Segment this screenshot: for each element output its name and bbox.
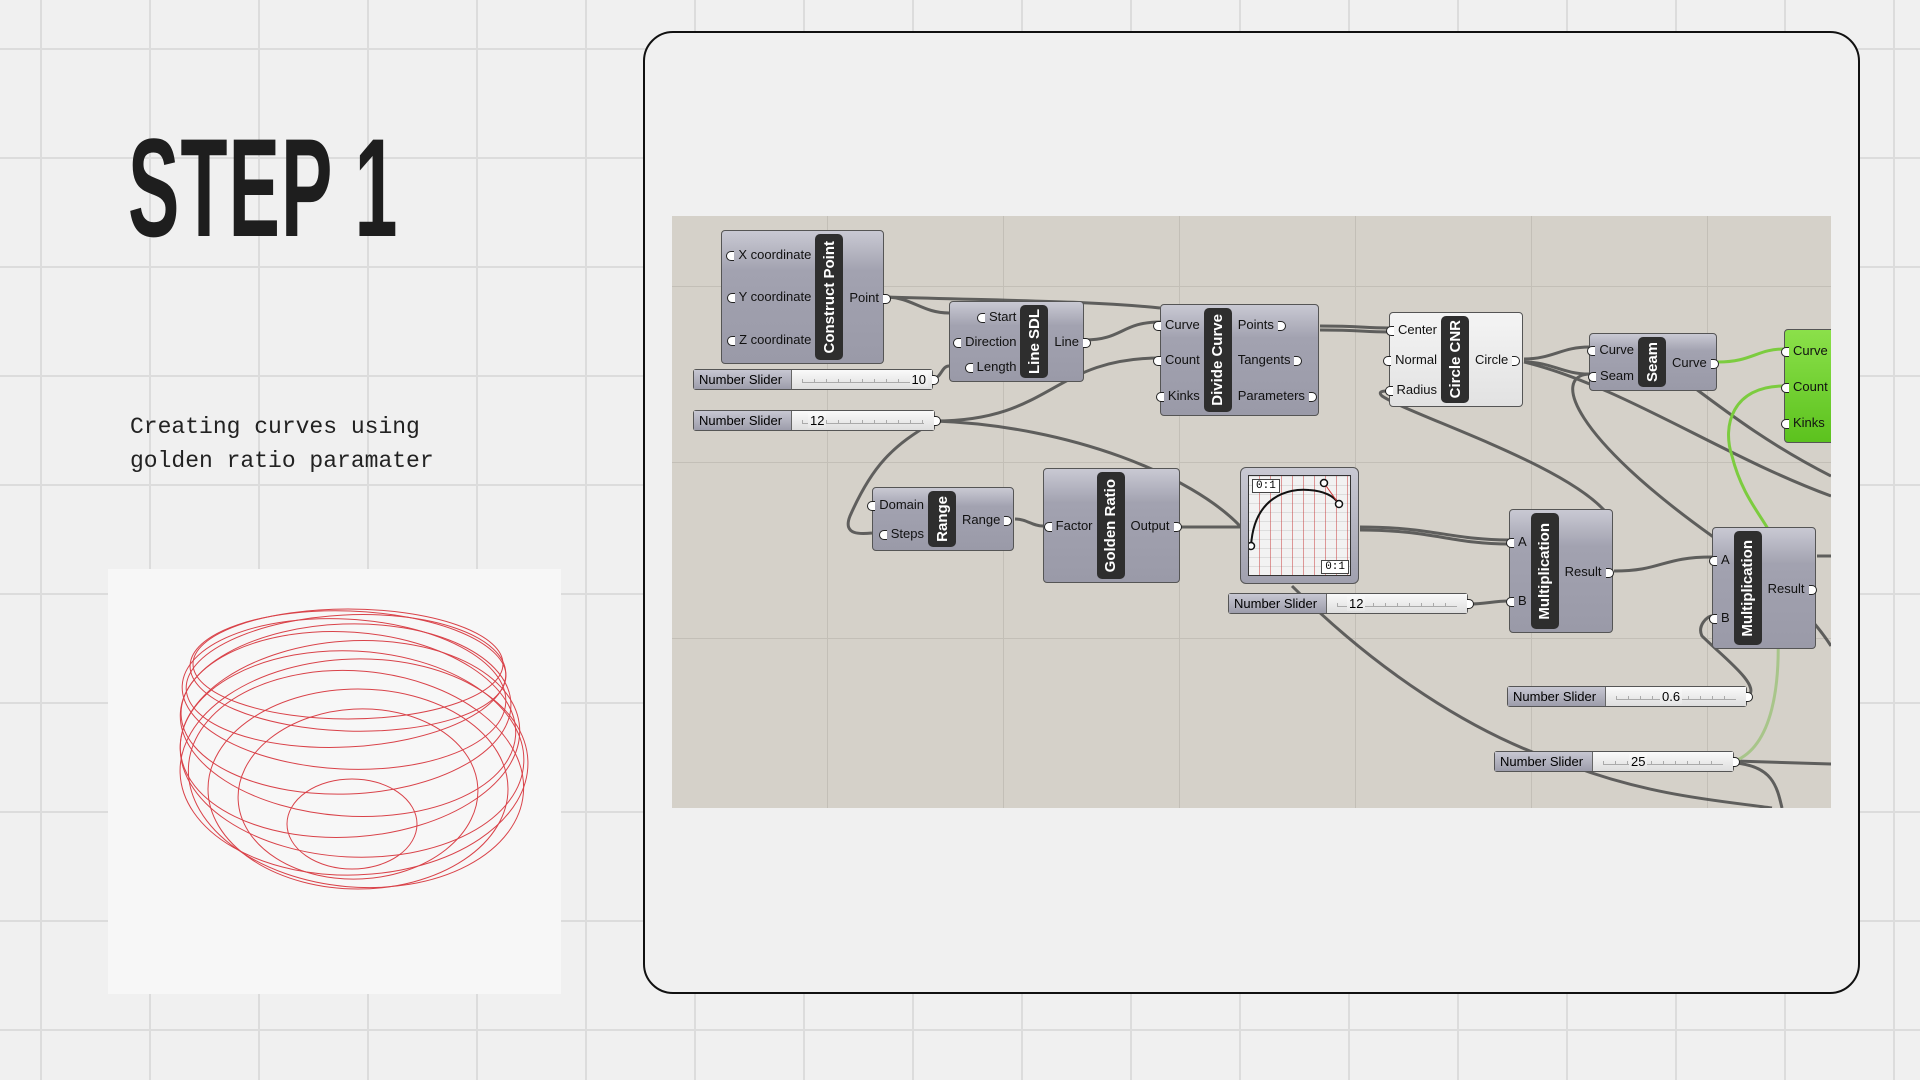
input-center[interactable]: Center xyxy=(1385,322,1437,338)
slider-track[interactable]: 0.6 xyxy=(1606,687,1746,706)
output-tangents[interactable]: Tangents xyxy=(1237,352,1303,368)
input-b[interactable]: B xyxy=(1709,609,1730,625)
node-title-text: Multiplication xyxy=(1536,522,1554,620)
node-title-text: Circle CNR xyxy=(1446,320,1464,399)
input-z-coordinate[interactable]: Z coordinate xyxy=(727,332,812,348)
node-title-text: Seam xyxy=(1643,341,1661,383)
input-direction[interactable]: Direction xyxy=(953,334,1017,349)
node-title: Range xyxy=(928,491,956,547)
input-kinks[interactable]: Kinks xyxy=(1155,387,1200,403)
number-slider-25[interactable]: Number Slider 25 xyxy=(1494,751,1740,772)
output-points[interactable]: Points xyxy=(1237,317,1287,333)
output-parameters[interactable]: Parameters xyxy=(1237,387,1318,403)
input-seam[interactable]: Seam xyxy=(1588,367,1634,383)
slider-value: 10 xyxy=(909,372,928,387)
grasshopper-canvas[interactable]: X coordinate Y coordinate Z coordinate Con… xyxy=(672,216,1831,808)
input-a[interactable]: A xyxy=(1709,551,1730,567)
graph-curve xyxy=(1249,478,1344,551)
output-curve[interactable]: Curve xyxy=(1672,354,1719,370)
input-start[interactable]: Start xyxy=(976,309,1017,324)
node-title-text: Construct Point xyxy=(820,240,838,354)
description-line: golden ratio paramater xyxy=(130,448,434,474)
output-output[interactable]: Output xyxy=(1130,518,1182,533)
description-line: Creating curves using xyxy=(130,414,420,440)
input-a[interactable]: A xyxy=(1506,534,1527,549)
slider-label: Number Slider xyxy=(694,411,792,430)
input-curve[interactable]: Curve xyxy=(1781,342,1828,358)
golden-ratio-node[interactable]: Factor Golden Ratio Output xyxy=(1043,468,1182,583)
number-slider-0-6[interactable]: Number Slider 0.6 xyxy=(1507,686,1753,707)
construct-point-node[interactable]: X coordinate Y coordinate Z coordinate Con… xyxy=(721,230,891,364)
input-normal[interactable]: Normal xyxy=(1383,351,1437,367)
input-x-coordinate[interactable]: X coordinate xyxy=(726,246,812,262)
output-circle[interactable]: Circle xyxy=(1475,352,1521,367)
output-point[interactable]: Point xyxy=(849,289,891,305)
node-title: Multiplication xyxy=(1733,531,1762,645)
node-title: Divide Curve xyxy=(1203,308,1232,412)
slider-value: 25 xyxy=(1629,754,1648,769)
slider-track[interactable]: 12 xyxy=(792,411,934,430)
slider-track[interactable]: 12 xyxy=(1327,594,1467,613)
node-title: Line SDL xyxy=(1020,305,1049,378)
input-curve[interactable]: Curve xyxy=(1587,341,1634,357)
input-curve[interactable]: Curve xyxy=(1153,317,1200,333)
number-slider-10[interactable]: Number Slider 10 xyxy=(693,369,939,390)
input-b[interactable]: B xyxy=(1506,593,1527,608)
curves-render-preview xyxy=(108,569,561,994)
slider-value: 0.6 xyxy=(1660,689,1683,704)
input-factor[interactable]: Factor xyxy=(1043,518,1093,533)
input-domain[interactable]: Domain xyxy=(867,497,924,512)
slider-value: 12 xyxy=(1347,596,1366,611)
graph-plot[interactable]: 0:1 0:1 xyxy=(1248,475,1351,576)
step-description: Creating curves using golden ratio param… xyxy=(130,410,434,478)
multiplication-node-2[interactable]: A B Multiplication Result xyxy=(1709,527,1817,649)
number-slider-12[interactable]: Number Slider 12 xyxy=(693,410,941,431)
node-title: Circle CNR xyxy=(1441,316,1469,403)
step-heading: STEP 1 xyxy=(128,109,399,266)
slider-label: Number Slider xyxy=(1229,594,1327,613)
slider-label: Number Slider xyxy=(1495,752,1593,771)
node-title-text: Line SDL xyxy=(1025,308,1043,374)
node-title-text: Range xyxy=(933,496,951,542)
slider-track[interactable]: 25 xyxy=(1593,752,1733,771)
node-title: Construct Point xyxy=(815,234,844,360)
node-title-text: Multiplication xyxy=(1739,539,1757,637)
input-length[interactable]: Length xyxy=(964,359,1017,374)
red-curves-drawing xyxy=(179,608,529,890)
output-result[interactable]: Result xyxy=(1564,563,1614,579)
number-slider-12-b[interactable]: Number Slider 12 xyxy=(1228,593,1474,614)
output-result[interactable]: Result xyxy=(1767,580,1817,596)
input-count[interactable]: Count xyxy=(1781,378,1828,394)
node-title: Golden Ratio xyxy=(1096,472,1125,579)
node-title: Multiplication xyxy=(1530,513,1559,629)
node-title: Seam xyxy=(1638,337,1666,387)
input-kinks[interactable]: Kinks xyxy=(1781,414,1825,430)
input-radius[interactable]: Radius xyxy=(1384,381,1437,397)
graph-mapper-node[interactable]: 0:1 0:1 xyxy=(1240,467,1359,584)
input-steps[interactable]: Steps xyxy=(878,526,924,541)
slider-label: Number Slider xyxy=(694,370,792,389)
node-title-text: Golden Ratio xyxy=(1102,478,1119,573)
multiplication-node-1[interactable]: A B Multiplication Result xyxy=(1506,509,1614,633)
slider-label: Number Slider xyxy=(1508,687,1606,706)
output-range[interactable]: Range xyxy=(962,511,1013,527)
input-y-coordinate[interactable]: Y coordinate xyxy=(726,289,812,305)
input-count[interactable]: Count xyxy=(1153,352,1200,368)
node-title-text: Divide Curve xyxy=(1209,314,1227,406)
graph-domain-x: 0:1 xyxy=(1252,479,1280,493)
slider-track[interactable]: 10 xyxy=(792,370,932,389)
output-line[interactable]: Line xyxy=(1054,334,1091,349)
graph-domain-y: 0:1 xyxy=(1321,560,1349,574)
slider-value: 12 xyxy=(808,413,827,428)
